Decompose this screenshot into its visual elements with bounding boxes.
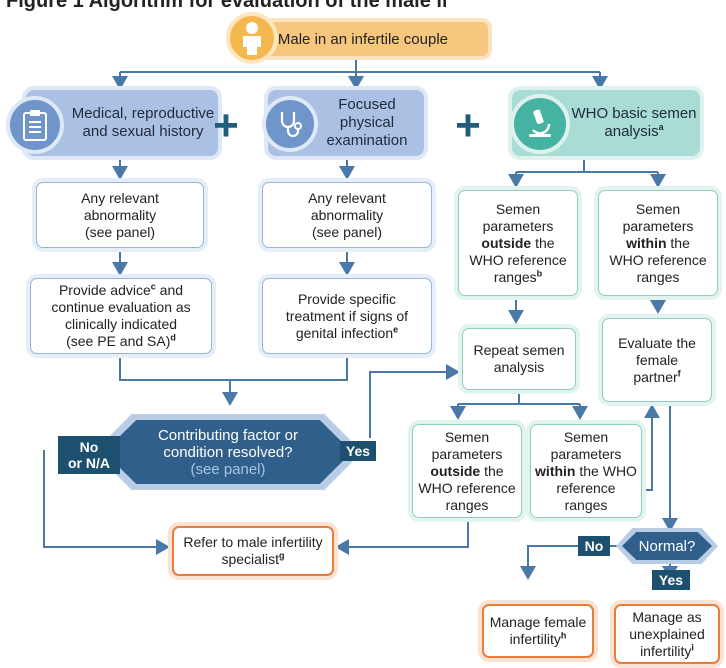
history-header-label: Medical, reproductive and sexual history <box>71 105 215 140</box>
yes-label-1: Yes <box>345 443 371 459</box>
treat-line1: Provide specific <box>297 290 397 307</box>
abn1-line1: Any relevant <box>81 189 159 206</box>
advice-box: Provide advicec and continue evaluation … <box>30 278 212 354</box>
repeat-line1: Repeat semen <box>473 342 565 358</box>
within2-line1: Semen <box>563 428 609 445</box>
top-node-label: Male in an infertile couple <box>277 30 448 48</box>
decision-hexagon: Contributing factor or condition resolve… <box>104 420 352 484</box>
outside2-line5: ranges <box>445 496 489 513</box>
manage-female-line1: Manage female <box>489 614 587 630</box>
manage-unexplained-line3: infertilityi <box>640 641 694 659</box>
outside1-line1: Semen <box>495 200 541 217</box>
manage-unexplained-line1: Manage as <box>632 608 702 625</box>
semen-within-box-1: Semen parameters within the WHO referenc… <box>598 190 718 296</box>
person-icon <box>226 12 278 64</box>
refer-line1: Refer to male infertility <box>183 534 323 550</box>
normal-label: Normal? <box>638 537 696 555</box>
yes-tag-2: Yes <box>652 570 690 590</box>
semen-outside-box-1: Semen parameters outside the WHO referen… <box>458 190 578 296</box>
semen-header-label: WHO basic semen analysisa <box>571 105 697 140</box>
top-node: Male in an infertile couple <box>238 22 488 56</box>
female-eval-line3: partnerf <box>633 367 681 385</box>
abn1-line3: (see panel) <box>84 223 156 240</box>
outside2-line3: outside the <box>430 462 504 479</box>
within2-line3: within the WHO <box>535 462 637 479</box>
advice-line2: continue evaluation as <box>51 299 191 315</box>
outside1-line5: rangesb <box>493 267 543 285</box>
advice-line1: Provide advicec and <box>58 281 184 298</box>
outside2-line4: WHO reference <box>418 479 516 496</box>
plus-icon-2: + <box>455 101 481 150</box>
treatment-box: Provide specific treatment if signs of g… <box>262 278 432 354</box>
abn2-line2: abnormality <box>310 206 384 223</box>
within1-line5: ranges <box>636 268 680 285</box>
yes-label-2: Yes <box>658 572 684 588</box>
abn2-line1: Any relevant <box>308 189 386 206</box>
within1-line4: WHO reference <box>609 251 707 268</box>
semen-within-box-2: Semen parameters within the WHO referenc… <box>530 424 642 518</box>
abn1-line2: abnormality <box>83 206 157 223</box>
no-label-2: No <box>584 538 604 554</box>
advice-line4: (see PE and SA)d <box>66 332 176 349</box>
decision-line2: condition resolved? <box>163 443 293 461</box>
advice-line3: clinically indicated <box>64 316 178 332</box>
clipboard-icon <box>6 96 64 154</box>
manage-female-box: Manage female infertilityh <box>482 604 594 658</box>
manage-female-line2: infertilityh <box>509 630 567 647</box>
treat-line3: genital infectione <box>295 323 399 341</box>
within1-line2: parameters <box>622 217 694 234</box>
refer-line2: specialistg <box>221 550 285 567</box>
evaluate-female-box: Evaluate the female partnerf <box>602 318 712 402</box>
no-label: No <box>79 439 99 455</box>
treat-line2: treatment if signs of <box>285 307 409 324</box>
within2-line4: reference <box>556 479 616 496</box>
yes-tag-1: Yes <box>340 441 376 461</box>
outside1-line2: parameters <box>482 217 554 234</box>
decision-line1: Contributing factor or <box>157 426 299 444</box>
outside2-line1: Semen <box>444 428 490 445</box>
abnormality-box-history: Any relevant abnormality (see panel) <box>36 182 204 248</box>
manage-unexplained-line2: unexplained <box>629 625 705 642</box>
stethoscope-icon <box>262 96 318 152</box>
plus-icon-1: + <box>213 101 239 150</box>
figure-title: Figure 1 Algorithm for evaluation of the… <box>6 0 446 12</box>
repeat-analysis-box: Repeat semen analysis <box>462 328 576 390</box>
within1-line1: Semen <box>635 200 681 217</box>
refer-specialist-box: Refer to male infertility specialistg <box>172 526 334 576</box>
or-na-label: or N/A <box>68 455 110 471</box>
outside1-line4: WHO reference <box>469 251 567 268</box>
normal-decision: Normal? <box>622 532 712 560</box>
female-eval-line2: female <box>635 351 679 368</box>
semen-outside-box-2: Semen parameters outside the WHO referen… <box>412 424 522 518</box>
female-eval-line1: Evaluate the <box>618 334 696 351</box>
outside1-line3: outside the <box>481 234 555 251</box>
repeat-line2: analysis <box>493 359 545 375</box>
within2-line5: ranges <box>564 496 608 513</box>
no-tag-2: No <box>578 536 610 556</box>
within2-line2: parameters <box>550 445 622 462</box>
no-or-na-tag: No or N/A <box>58 436 120 474</box>
decision-line3: (see panel) <box>190 460 266 478</box>
outside2-line2: parameters <box>431 445 503 462</box>
microscope-icon <box>510 94 570 154</box>
abn2-line3: (see panel) <box>311 223 383 240</box>
abnormality-box-exam: Any relevant abnormality (see panel) <box>262 182 432 248</box>
within1-line3: within the <box>626 234 690 251</box>
exam-header-label: Focused physical examination <box>326 96 408 149</box>
manage-unexplained-box: Manage as unexplained infertilityi <box>614 604 720 664</box>
